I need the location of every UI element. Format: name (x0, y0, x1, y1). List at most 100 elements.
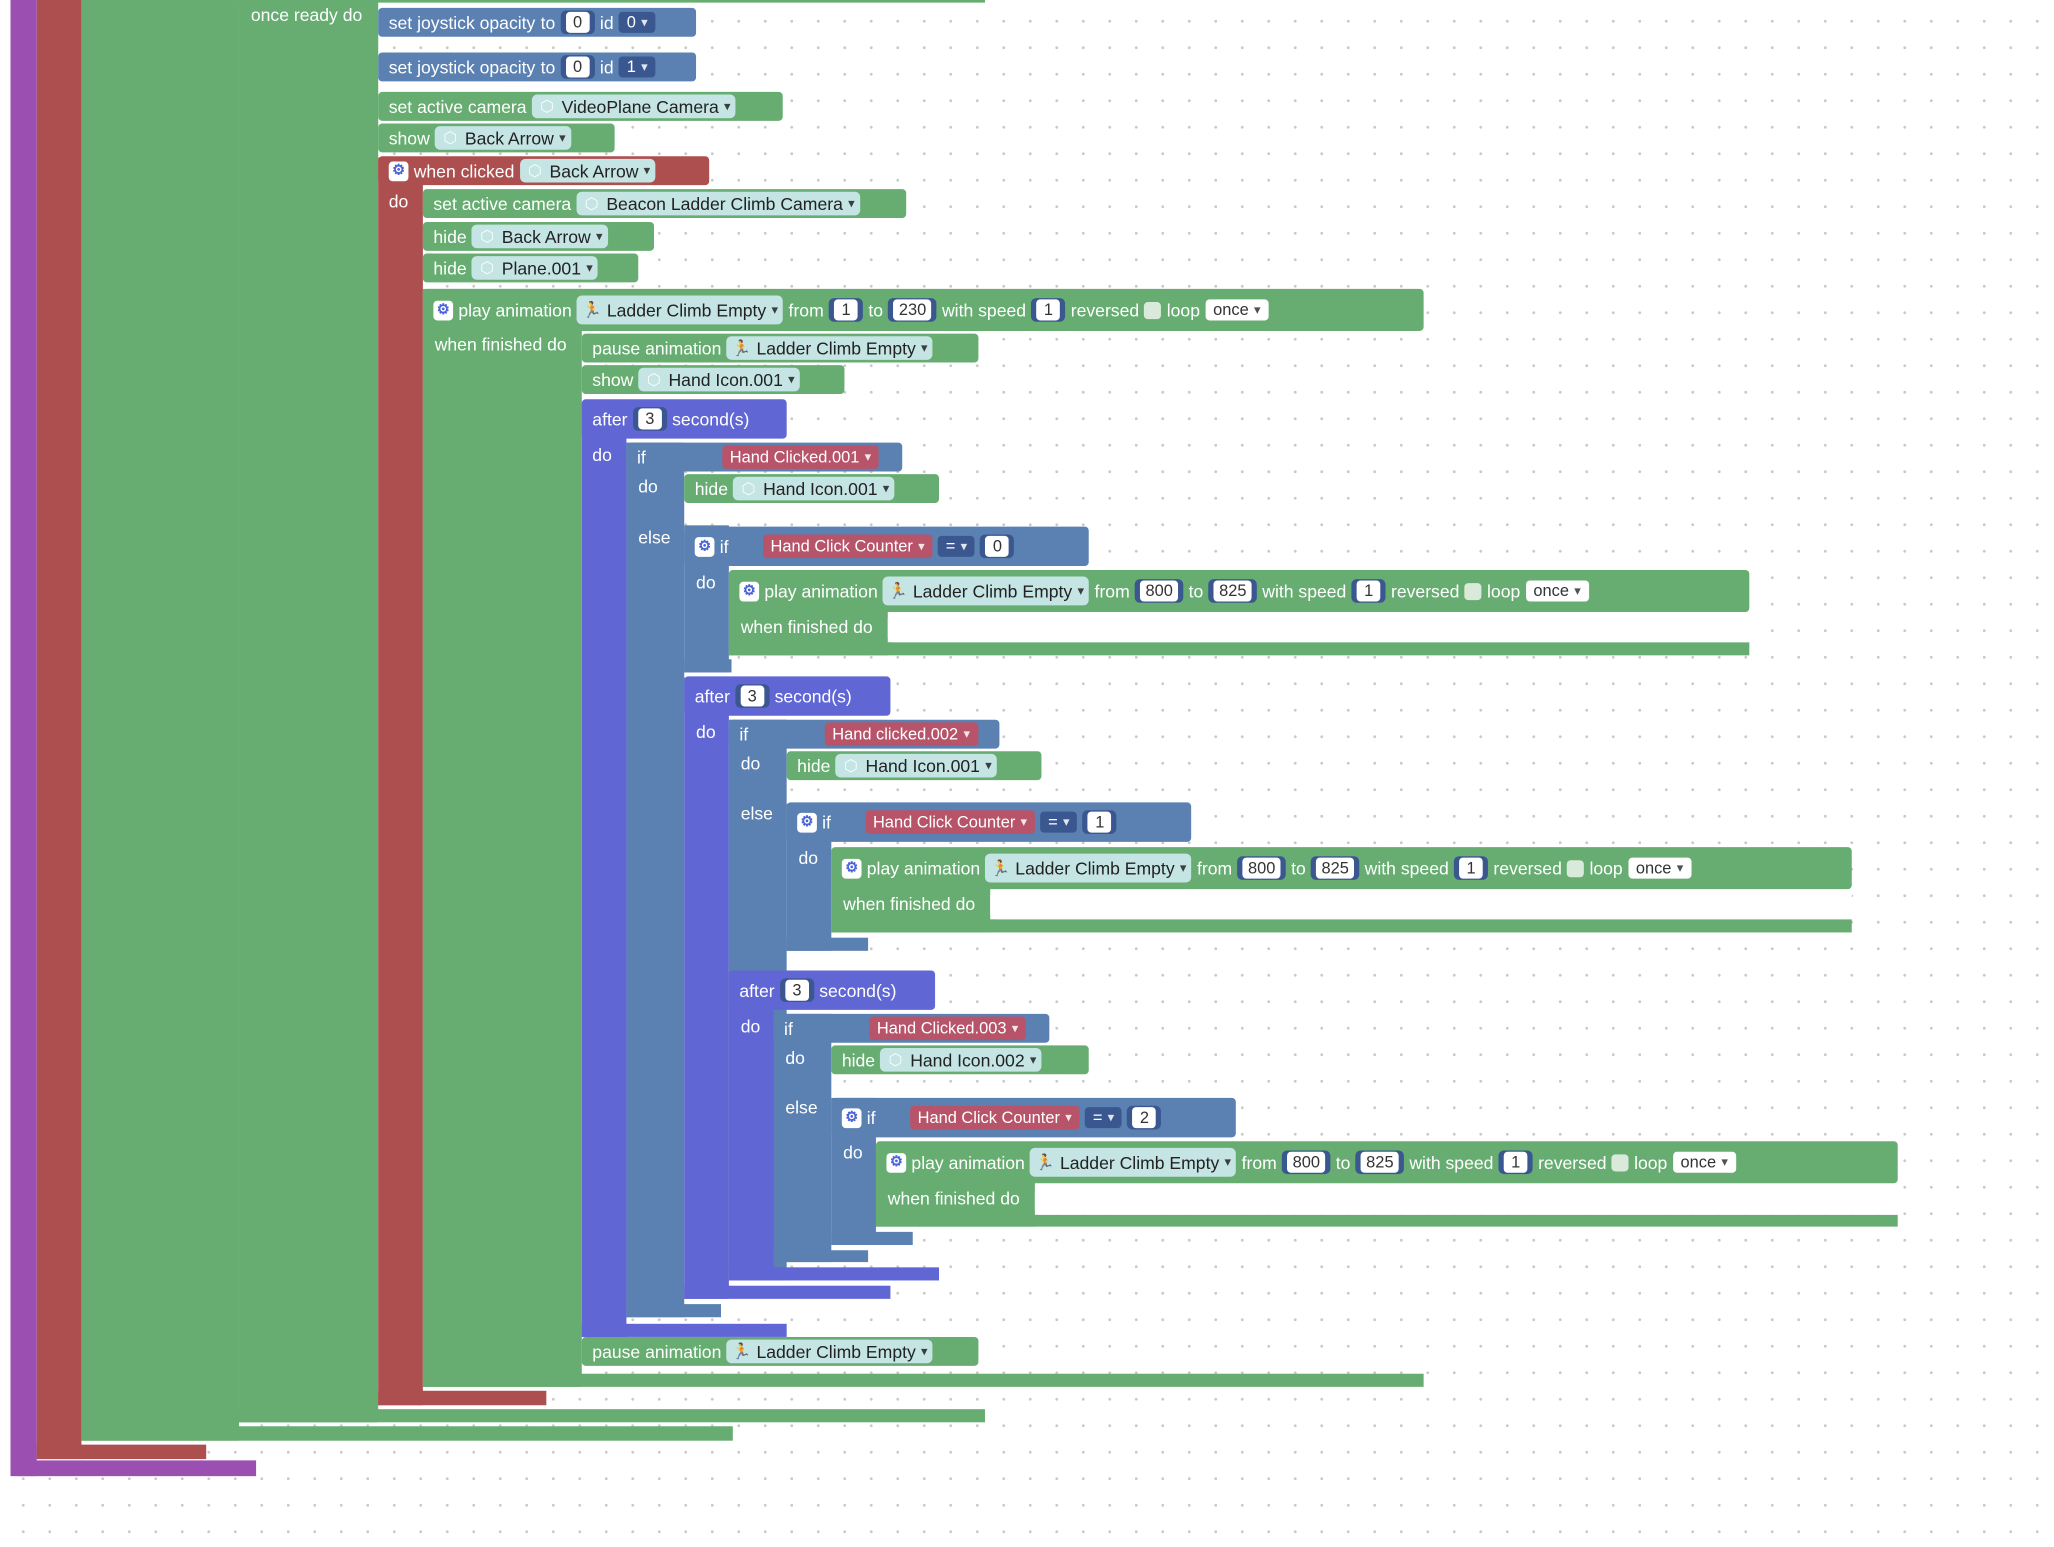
set-joystick-opacity-block-1[interactable]: set joystick opacity to 0 id 1 (378, 52, 697, 82)
from-value[interactable]: 800 (1140, 580, 1179, 602)
if-block-4[interactable]: ⚙ if Hand Click Counter = 1 (786, 802, 1192, 842)
once-ready-block-arm[interactable] (239, 0, 379, 1423)
object-selector[interactable]: ⬡ Hand Icon.001 (835, 753, 998, 778)
compare-value[interactable]: 2 (1132, 1107, 1157, 1129)
if-block-5-arm[interactable] (773, 1013, 832, 1263)
play-anim-2-arm[interactable] (728, 606, 888, 656)
empty-slot-2[interactable] (990, 890, 1852, 920)
object-selector[interactable]: ⬡ Hand Icon.001 (638, 367, 800, 392)
when-clicked-block-arm[interactable] (378, 157, 423, 1406)
to-value[interactable]: 825 (1213, 580, 1252, 602)
if-block-2-bottom[interactable] (684, 659, 732, 673)
number-socket[interactable]: 1 (1454, 856, 1489, 880)
number-socket[interactable]: 825 (1311, 856, 1360, 880)
delay-value[interactable]: 3 (740, 685, 765, 707)
hide-hand-icon-block-3[interactable]: hide ⬡ Hand Icon.002 (831, 1045, 1089, 1075)
opacity-value[interactable]: 0 (565, 11, 590, 33)
object-selector[interactable]: ⬡ Back Arrow (519, 158, 656, 183)
gear-icon[interactable]: ⚙ (886, 1152, 907, 1173)
play-anim-4-bottom[interactable] (875, 1214, 1898, 1227)
speed-value[interactable]: 1 (1503, 1151, 1528, 1173)
joystick-id-dropdown[interactable]: 1 (618, 56, 656, 78)
hide-back-arrow-block[interactable]: hide ⬡ Back Arrow (422, 221, 655, 251)
set-joystick-opacity-block-0[interactable]: set joystick opacity to 0 id 0 (378, 7, 697, 37)
green-block-bottom[interactable] (81, 1426, 733, 1441)
reversed-checkbox[interactable] (1464, 582, 1482, 600)
number-socket[interactable]: 3 (632, 407, 667, 431)
reversed-checkbox[interactable] (1144, 301, 1162, 319)
play-animation-block-2[interactable]: ⚙ play animation 🏃 Ladder Climb Empty fr… (728, 569, 1750, 612)
speed-value[interactable]: 1 (1459, 857, 1483, 879)
variable-dropdown[interactable]: Hand clicked.002 (824, 722, 978, 746)
after-block-3-arm[interactable] (728, 971, 774, 1273)
if-block-1[interactable]: if Hand Clicked.001 (626, 442, 903, 472)
loop-dropdown[interactable]: once (1627, 857, 1692, 879)
loop-dropdown[interactable]: once (1205, 299, 1269, 321)
show-back-arrow-block[interactable]: show ⬡ Back Arrow (378, 123, 615, 153)
number-socket[interactable]: 1 (1082, 810, 1117, 834)
number-socket[interactable]: 3 (779, 978, 814, 1003)
after-block-2-bottom[interactable] (684, 1285, 891, 1299)
if-block-3[interactable]: if Hand clicked.002 (728, 719, 1000, 749)
reversed-checkbox[interactable] (1611, 1153, 1629, 1171)
loop-dropdown[interactable]: once (1672, 1151, 1736, 1173)
number-socket[interactable]: 0 (560, 55, 595, 79)
from-value[interactable]: 800 (1242, 857, 1281, 879)
animation-selector[interactable]: 🏃 Ladder Climb Empty (883, 576, 1090, 606)
number-socket[interactable]: 825 (1208, 579, 1257, 603)
variable-dropdown[interactable]: Hand Click Counter (909, 1105, 1080, 1130)
from-value[interactable]: 1 (834, 299, 858, 321)
number-socket[interactable]: 825 (1355, 1150, 1405, 1175)
gear-icon[interactable]: ⚙ (739, 581, 760, 601)
speed-value[interactable]: 1 (1356, 580, 1381, 602)
play-animation-block-4[interactable]: ⚙ play animation 🏃 Ladder Climb Empty fr… (875, 1141, 1898, 1184)
event-block-red-arm[interactable] (36, 0, 82, 1460)
gear-icon[interactable]: ⚙ (388, 160, 409, 181)
object-selector[interactable]: ⬡ Hand Icon.002 (880, 1048, 1042, 1072)
operator-dropdown[interactable]: = (1084, 1107, 1123, 1129)
number-socket[interactable]: 0 (980, 534, 1015, 559)
play-animation-block-3[interactable]: ⚙ play animation 🏃 Ladder Climb Empty fr… (831, 847, 1852, 890)
number-socket[interactable]: 1 (1031, 298, 1066, 322)
number-socket[interactable]: 800 (1282, 1150, 1331, 1175)
number-socket[interactable]: 1 (829, 298, 864, 322)
object-selector[interactable]: ⬡ Back Arrow (471, 224, 608, 249)
if-block-6-bottom[interactable] (831, 1231, 913, 1246)
play-anim-main-bottom[interactable] (422, 1373, 1424, 1387)
animation-selector[interactable]: 🏃 Ladder Climb Empty (726, 336, 933, 360)
pause-animation-block-2[interactable]: pause animation 🏃 Ladder Climb Empty (581, 1336, 979, 1366)
number-socket[interactable]: 2 (1127, 1105, 1162, 1130)
animation-selector[interactable]: 🏃 Ladder Climb Empty (985, 853, 1192, 883)
show-hand-icon-block[interactable]: show ⬡ Hand Icon.001 (581, 365, 845, 394)
speed-value[interactable]: 1 (1036, 299, 1061, 321)
gear-icon[interactable]: ⚙ (841, 858, 862, 878)
loop-dropdown[interactable]: once (1525, 580, 1589, 602)
when-clicked-block[interactable]: ⚙ when clicked ⬡ Back Arrow (378, 156, 710, 186)
number-socket[interactable]: 0 (560, 10, 595, 35)
reversed-checkbox[interactable] (1567, 859, 1585, 877)
once-ready-block-top[interactable] (239, 0, 985, 3)
set-active-camera-block[interactable]: set active camera ⬡ VideoPlane Camera (378, 91, 783, 121)
event-block-red-bottom[interactable] (36, 1444, 207, 1460)
object-selector[interactable]: ⬡ Beacon Ladder Climb Camera (576, 191, 860, 216)
after-seconds-block-2[interactable]: after 3 second(s) (684, 676, 891, 716)
after-seconds-block-3[interactable]: after 3 second(s) (728, 970, 936, 1010)
operator-dropdown[interactable]: = (1040, 811, 1078, 833)
animation-selector[interactable]: 🏃 Ladder Climb Empty (1030, 1147, 1237, 1177)
operator-dropdown[interactable]: = (937, 535, 976, 557)
if-block-1-arm[interactable] (626, 442, 685, 1318)
after-block-1-arm[interactable] (581, 401, 627, 1337)
if-block-5-bottom[interactable] (773, 1250, 869, 1263)
hide-hand-icon-block-1[interactable]: hide ⬡ Hand Icon.001 (684, 474, 940, 503)
pause-animation-block-1[interactable]: pause animation 🏃 Ladder Climb Empty (581, 333, 979, 363)
compare-value[interactable]: 0 (985, 535, 1010, 557)
after-block-1-bottom[interactable] (581, 1323, 787, 1337)
if-block-6[interactable]: ⚙ if Hand Click Counter = 2 (831, 1097, 1236, 1138)
object-selector[interactable]: ⬡ VideoPlane Camera (531, 94, 736, 119)
empty-slot-1[interactable] (887, 613, 1750, 643)
gear-icon[interactable]: ⚙ (433, 300, 454, 320)
if-block-5[interactable]: if Hand Clicked.003 (773, 1013, 1050, 1043)
gear-icon[interactable]: ⚙ (797, 812, 817, 832)
object-selector[interactable]: ⬡ Plane.001 (471, 256, 599, 280)
